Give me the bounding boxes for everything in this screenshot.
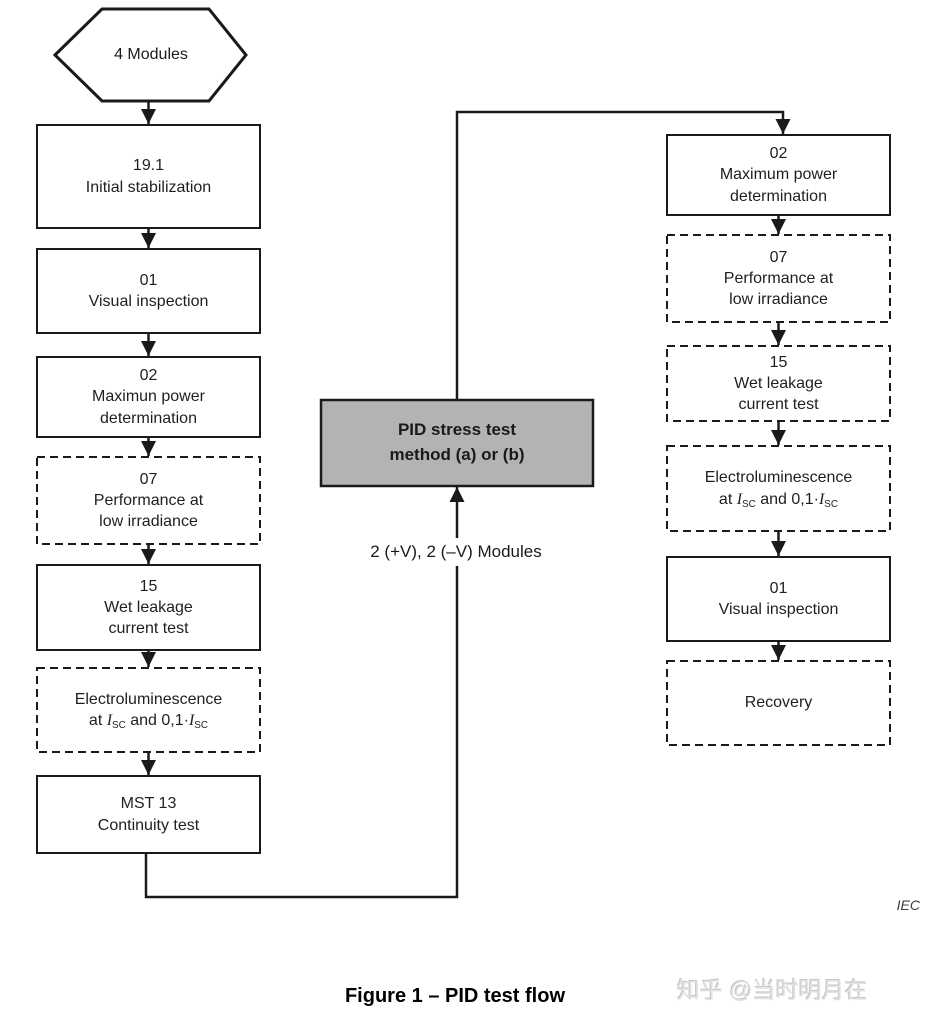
formula-symbol: I	[736, 490, 743, 508]
node-formula: at ISC and 0,1·ISC	[719, 489, 838, 510]
node-title: Visual inspection	[718, 601, 839, 618]
node-code: 01	[139, 271, 158, 289]
formula-subscript: SC	[194, 719, 209, 731]
start-node-label: 4 Modules	[114, 46, 188, 63]
formula-text: and 0,1·	[755, 490, 819, 508]
node-low-irradiance-pre: 07 Performance at low irradiance	[37, 457, 260, 544]
node-title: Maximun power	[92, 388, 205, 406]
formula-text: and 0,1·	[125, 712, 189, 729]
formula-symbol: I	[188, 712, 195, 729]
node-code: 15	[139, 577, 158, 595]
node-code: 02	[139, 367, 158, 385]
node-title2: low irradiance	[729, 291, 828, 309]
node-title: Wet leakage	[734, 374, 823, 392]
node-title: PID stress test	[397, 420, 517, 440]
node-title: Continuity test	[97, 816, 200, 834]
node-title: Visual inspection	[88, 293, 209, 310]
start-node: 4 Modules	[55, 8, 247, 102]
node-title2: determination	[100, 409, 197, 427]
node-title2: determination	[730, 187, 827, 205]
node-title: Performance at	[93, 491, 204, 509]
node-electroluminescence-pre: Electroluminescence at ISC and 0,1·ISC	[37, 668, 260, 752]
node-low-irradiance-post: 07 Performance at low irradiance	[667, 235, 890, 322]
node-title: Performance at	[723, 269, 834, 287]
zhihu-watermark: 知乎 @当时明月在	[677, 977, 868, 1003]
modules-flow-label-text: 2 (+V), 2 (–V) Modules	[370, 542, 542, 561]
node-max-power-post: 02 Maximum power determination	[667, 135, 890, 215]
node-title2: method (a) or (b)	[389, 445, 525, 464]
node-code: 01	[769, 579, 788, 597]
formula-text: at	[88, 712, 107, 729]
node-code: 07	[769, 248, 788, 266]
formula-symbol: I	[818, 490, 825, 508]
node-visual-inspection-post: 01 Visual inspection	[667, 557, 890, 641]
node-code: 07	[139, 470, 158, 488]
node-title: Electroluminescence	[74, 690, 223, 708]
node-title: Wet leakage	[104, 598, 193, 616]
node-code: MST 13	[120, 795, 177, 813]
modules-flow-label: 2 (+V), 2 (–V) Modules	[356, 538, 556, 566]
node-wet-leakage-post: 15 Wet leakage current test	[667, 346, 890, 421]
node-initial-stabilization: 19.1 Initial stabilization	[37, 125, 260, 228]
node-formula: at ISC and 0,1·ISC	[89, 710, 208, 731]
node-visual-inspection-pre: 01 Visual inspection	[37, 249, 260, 333]
formula-subscript: SC	[112, 719, 126, 731]
node-wet-leakage-pre: 15 Wet leakage current test	[37, 565, 260, 650]
node-title2: current test	[738, 396, 819, 414]
node-title: Maximum power	[719, 166, 838, 184]
node-title: Electroluminescence	[704, 469, 853, 487]
formula-subscript: SC	[824, 498, 839, 510]
formula-symbol: I	[106, 712, 113, 729]
node-title2: low irradiance	[99, 513, 198, 531]
node-max-power-pre: 02 Maximun power determination	[37, 357, 260, 437]
node-title: Initial stabilization	[85, 178, 212, 196]
formula-text: at	[718, 490, 737, 508]
formula-subscript: SC	[742, 498, 756, 510]
node-title: Recovery	[744, 694, 813, 712]
node-continuity-test: MST 13 Continuity test	[37, 776, 260, 853]
figure-caption: Figure 1 – PID test flow	[344, 985, 566, 1007]
node-title2: current test	[108, 620, 189, 638]
node-code: 19.1	[132, 157, 165, 175]
node-recovery: Recovery	[667, 661, 890, 745]
node-pid-stress-test: PID stress test method (a) or (b)	[321, 400, 593, 486]
iec-source-label: IEC	[896, 897, 920, 913]
node-electroluminescence-post: Electroluminescence at ISC and 0,1·ISC	[667, 446, 890, 531]
node-code: 15	[769, 353, 788, 371]
node-code: 02	[769, 145, 788, 163]
